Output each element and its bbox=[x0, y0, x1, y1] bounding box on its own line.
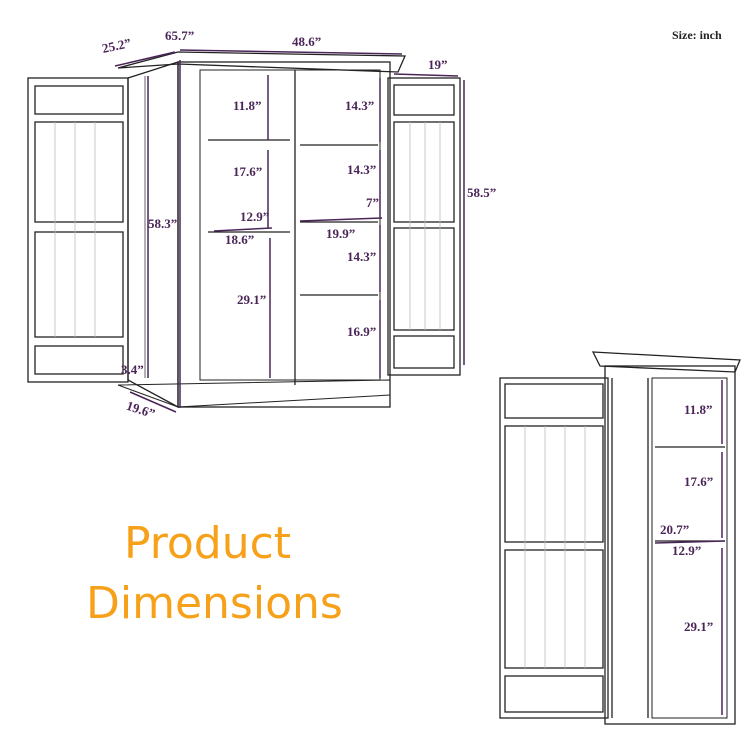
front-dimension-lines bbox=[114, 49, 465, 413]
dim-door-height: 58.5” bbox=[467, 185, 497, 200]
front-shed-drawing bbox=[27, 51, 461, 409]
dim-left-mid-shelf: 17.6” bbox=[233, 164, 263, 179]
dim-right-shelf-width: 19.9” bbox=[326, 226, 356, 241]
dim-right-shelf-1: 14.3” bbox=[345, 98, 375, 113]
dim-right-bottom: 16.9” bbox=[347, 324, 377, 339]
dim-right-shelf-2: 14.3” bbox=[347, 162, 377, 177]
dim-side-top-shelf: 11.8” bbox=[684, 402, 713, 417]
dim-width: 48.6” bbox=[292, 34, 322, 49]
dim-left-bottom: 29.1” bbox=[237, 292, 267, 307]
dim-base-height: 3.4” bbox=[121, 362, 144, 377]
dim-side-height: 58.3” bbox=[148, 216, 178, 231]
title-dimensions: Dimensions bbox=[86, 578, 343, 629]
dim-side-shelf-depth: 12.9” bbox=[672, 543, 702, 558]
dim-door-width: 19” bbox=[428, 57, 448, 72]
dim-right-shelf-depth: 7” bbox=[366, 195, 379, 210]
side-shed-drawing bbox=[499, 351, 741, 725]
dim-right-shelf-3: 14.3” bbox=[347, 249, 377, 264]
side-dimension-lines bbox=[654, 380, 726, 715]
title-product: Product bbox=[124, 518, 292, 569]
dim-left-shelf-depth: 12.9” bbox=[240, 209, 270, 224]
dim-side-depth: 20.7” bbox=[660, 522, 690, 537]
dim-side-bottom: 29.1” bbox=[684, 619, 714, 634]
unit-label: Size: inch bbox=[672, 28, 722, 42]
dim-side-mid-shelf: 17.6” bbox=[684, 474, 714, 489]
dim-left-shelf-width: 18.6” bbox=[225, 232, 255, 247]
dim-left-top-shelf: 11.8” bbox=[233, 98, 262, 113]
dim-height-top: 65.7” bbox=[165, 28, 195, 43]
